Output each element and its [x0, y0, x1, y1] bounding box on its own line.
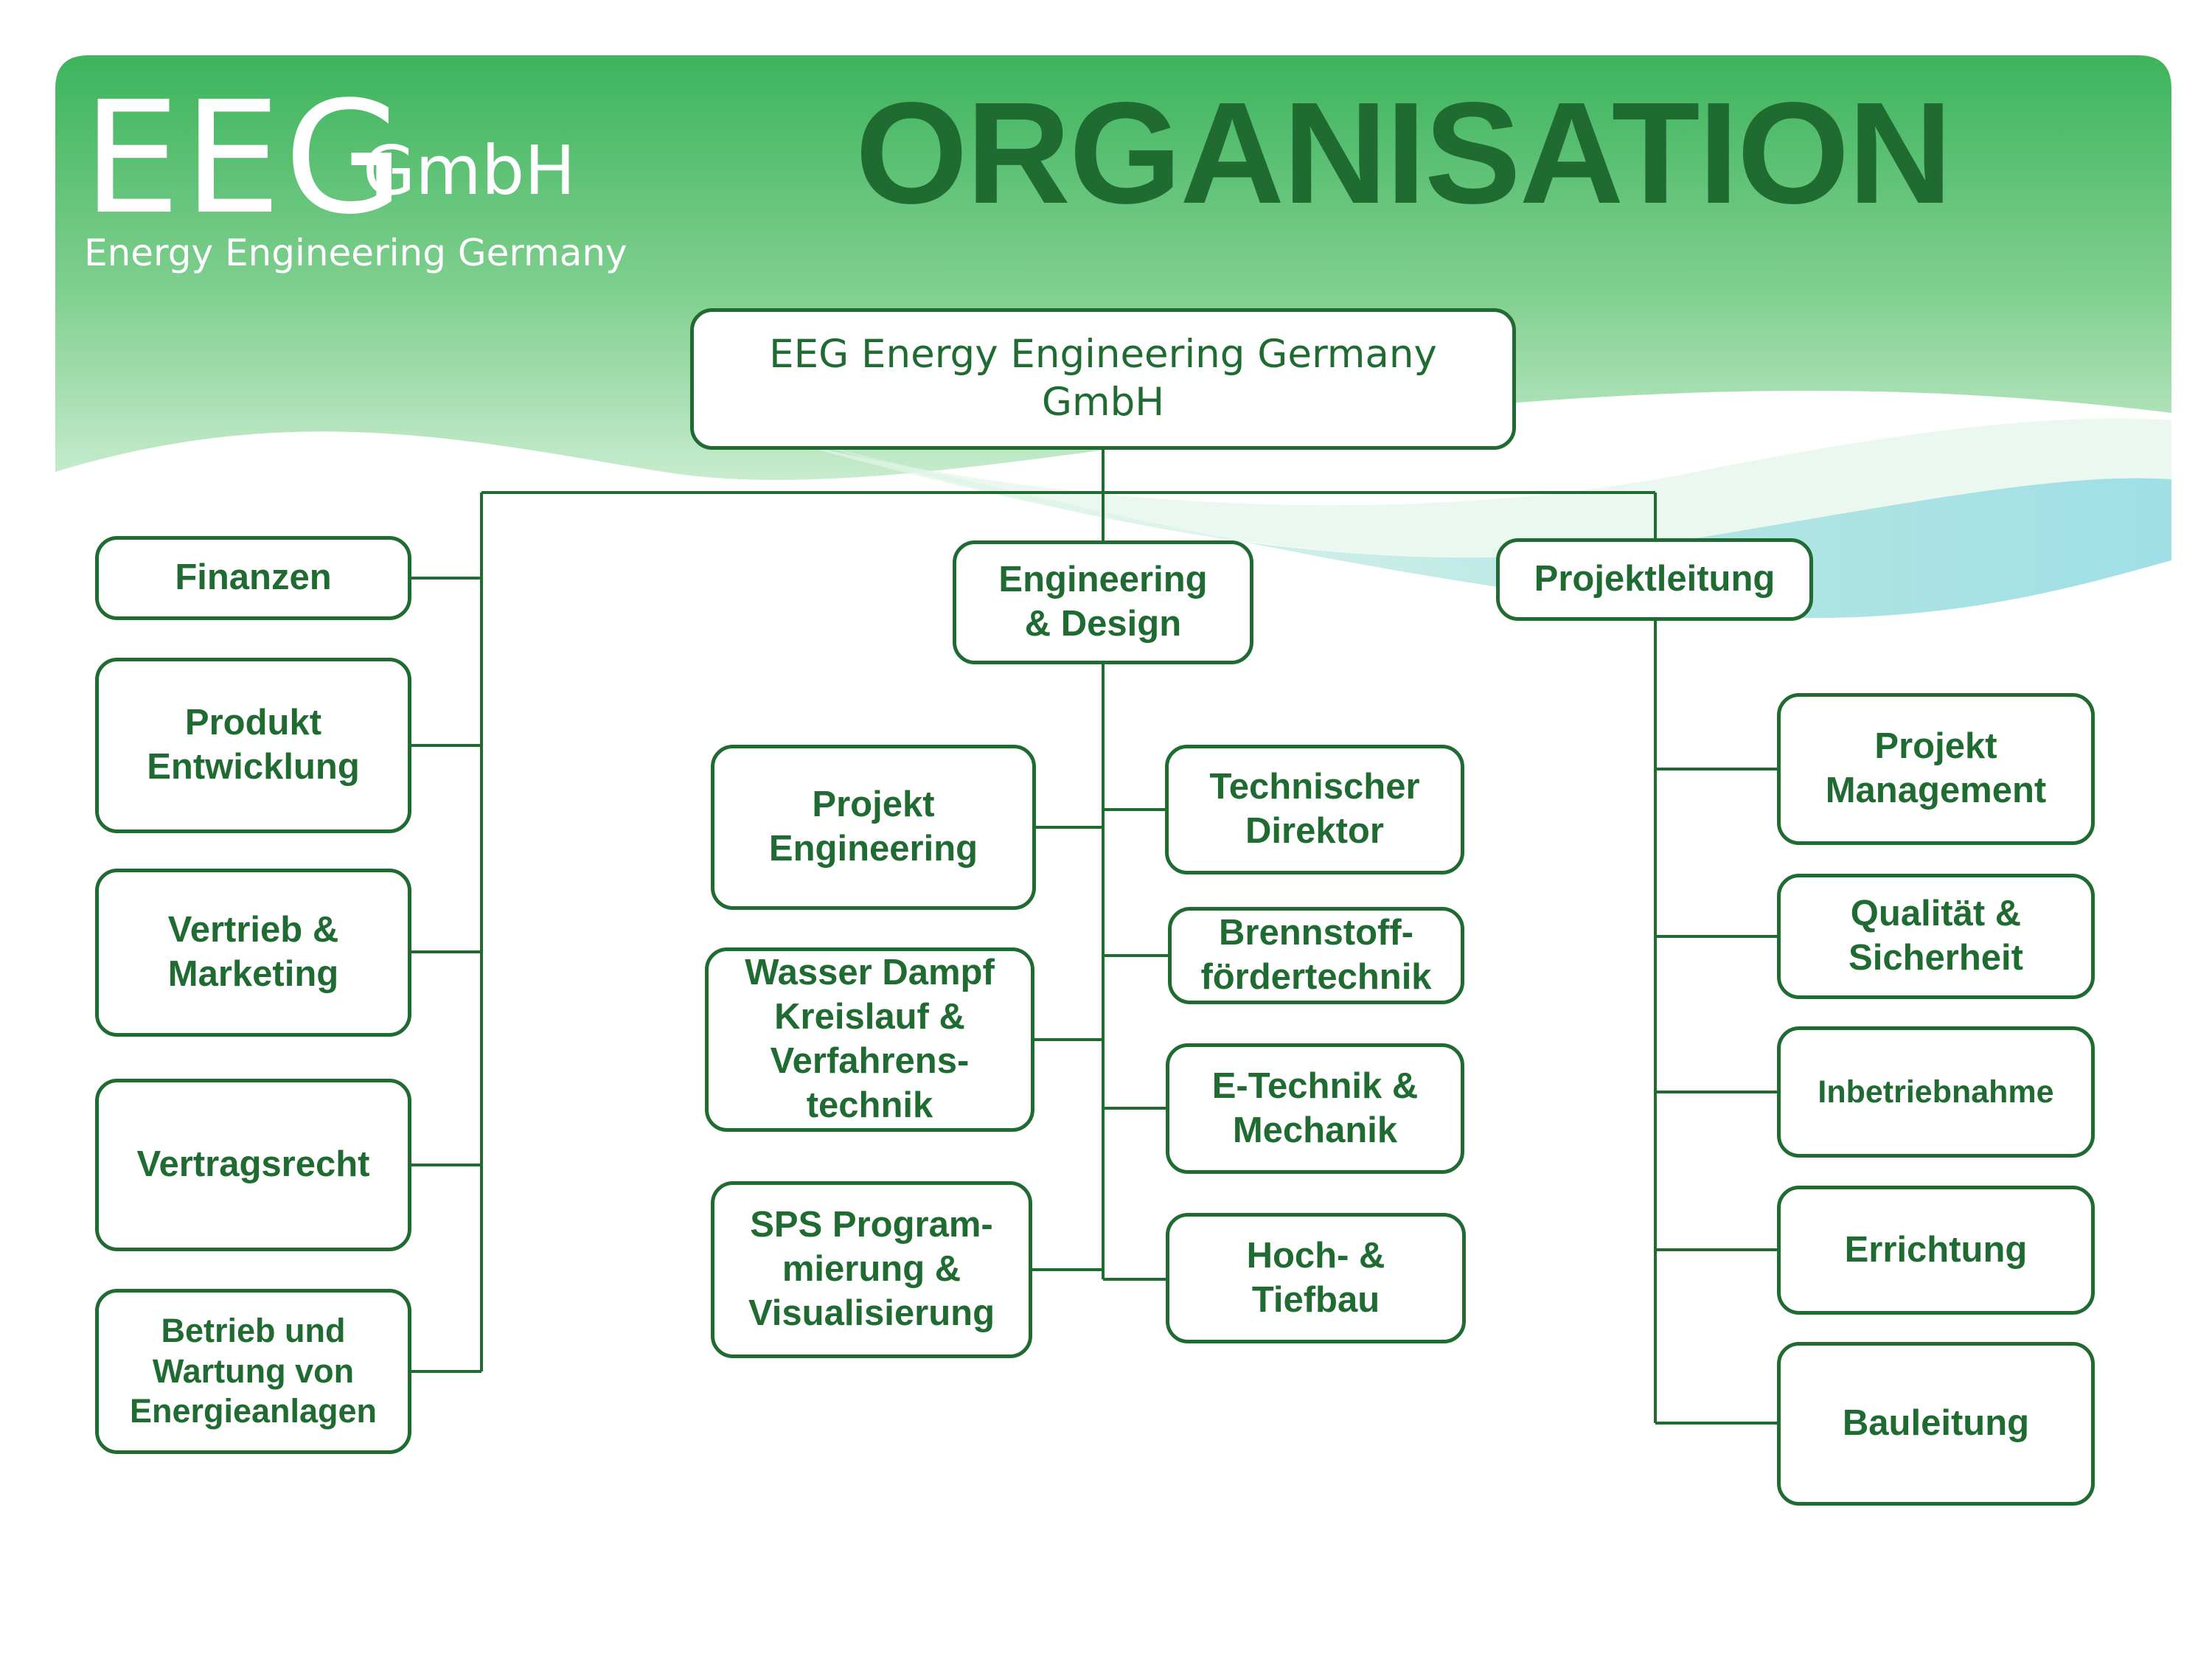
dept-finanzen: Finanzen: [95, 536, 411, 620]
dept-projektleitung: Projektleitung: [1496, 538, 1813, 621]
dept-betrieb-wartung: Betrieb und Wartung von Energieanlagen: [95, 1289, 411, 1454]
dept-brennstoff-label: Brennstoff- fördertechnik: [1200, 913, 1432, 997]
dept-wasser-dampf: Wasser Dampf Kreislauf & Verfahrens- tec…: [705, 947, 1034, 1132]
green-band: [55, 55, 2171, 480]
dept-e-technik-label: E-Technik & Mechanik: [1211, 1065, 1419, 1150]
dept-e-technik: E-Technik & Mechanik: [1166, 1043, 1464, 1174]
dept-sps-programmierung: SPS Program- mierung & Visualisierung: [711, 1181, 1032, 1358]
dept-qualitaet-sicherheit: Qualität & Sicherheit: [1777, 874, 2095, 999]
dept-produkt-entwicklung: Produkt Entwicklung: [95, 658, 411, 833]
dept-projekt-management: Projekt Management: [1777, 693, 2095, 845]
dept-qualitaet-sicherheit-label: Qualität & Sicherheit: [1848, 894, 2023, 978]
dept-vertrieb-marketing: Vertrieb & Marketing: [95, 869, 411, 1037]
dept-vertragsrecht: Vertragsrecht: [95, 1079, 411, 1251]
dept-hoch-tiefbau-label: Hoch- & Tiefbau: [1246, 1235, 1385, 1320]
dept-bauleitung-label: Bauleitung: [1842, 1403, 2030, 1444]
dept-bauleitung: Bauleitung: [1777, 1342, 2095, 1506]
dept-produkt-entwicklung-label: Produkt Entwicklung: [147, 703, 360, 787]
logo-suffix: GmbH: [363, 131, 576, 210]
dept-wasser-dampf-label: Wasser Dampf Kreislauf & Verfahrens- tec…: [745, 953, 995, 1125]
dept-technischer-direktor: Technischer Direktor: [1165, 745, 1464, 874]
dept-errichtung-label: Errichtung: [1844, 1229, 2028, 1270]
dept-errichtung: Errichtung: [1777, 1186, 2095, 1315]
org-root-label: EEG Energy Engineering Germany GmbH: [769, 332, 1437, 425]
logo-mark: EEG: [83, 68, 408, 248]
dept-inbetriebnahme: Inbetriebnahme: [1777, 1026, 2095, 1158]
dept-hoch-tiefbau: Hoch- & Tiefbau: [1166, 1213, 1466, 1343]
dept-projekt-engineering-label: Projekt Engineering: [768, 785, 978, 869]
dept-projekt-management-label: Projekt Management: [1825, 726, 2047, 810]
dept-betrieb-wartung-label: Betrieb und Wartung von Energieanlagen: [129, 1311, 378, 1430]
teal-wave: [811, 442, 2171, 619]
dept-projektleitung-label: Projektleitung: [1534, 559, 1775, 599]
dept-engineering-design-label: Engineering & Design: [998, 560, 1208, 644]
dept-finanzen-label: Finanzen: [175, 557, 332, 598]
org-root: EEG Energy Engineering Germany GmbH: [690, 308, 1516, 450]
dept-technischer-direktor-label: Technischer Direktor: [1209, 767, 1420, 851]
logo-tagline: Energy Engineering Germany: [84, 232, 627, 274]
dept-inbetriebnahme-label: Inbetriebnahme: [1818, 1074, 2054, 1110]
dept-vertragsrecht-label: Vertragsrecht: [136, 1144, 370, 1185]
dept-brennstoff: Brennstoff- fördertechnik: [1168, 907, 1464, 1004]
page-title: ORGANISATION: [855, 72, 1952, 234]
dept-vertrieb-marketing-label: Vertrieb & Marketing: [167, 910, 339, 994]
light-wave: [737, 418, 2171, 557]
dept-engineering-design: Engineering & Design: [953, 540, 1253, 664]
dept-projekt-engineering: Projekt Engineering: [711, 745, 1036, 910]
dept-sps-programmierung-label: SPS Program- mierung & Visualisierung: [748, 1205, 995, 1333]
